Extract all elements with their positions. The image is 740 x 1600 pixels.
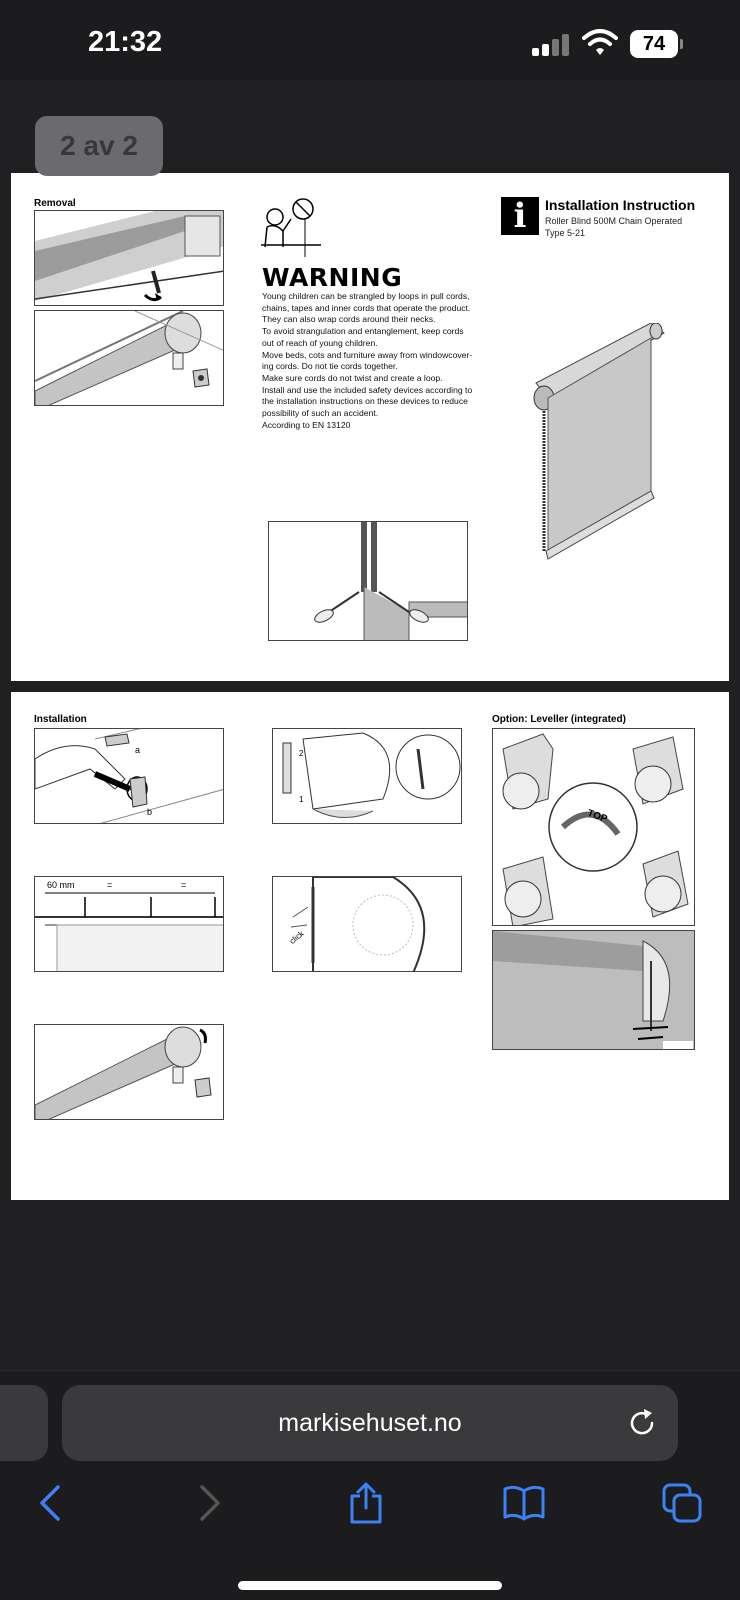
installation-figure-click: click xyxy=(272,876,462,972)
back-button[interactable] xyxy=(28,1481,72,1525)
address-bar[interactable]: markisehuset.no xyxy=(62,1385,678,1461)
battery-icon: 74 xyxy=(630,30,683,58)
home-indicator[interactable] xyxy=(238,1581,502,1590)
reload-icon[interactable] xyxy=(626,1407,658,1439)
label-60mm: 60 mm xyxy=(47,880,75,890)
chain-safety-figure xyxy=(268,521,468,641)
chevron-right-icon xyxy=(200,1485,220,1521)
bookmarks-button[interactable] xyxy=(502,1481,546,1525)
label-equal-1: = xyxy=(107,880,113,890)
installation-figure-clip: 2 1 xyxy=(272,728,462,824)
installation-heading: Installation xyxy=(34,714,87,725)
book-icon xyxy=(503,1485,545,1521)
installation-figure-spacing: 60 mm = = xyxy=(34,876,224,972)
tabs-icon xyxy=(662,1483,702,1523)
warning-title: WARNING xyxy=(262,263,403,292)
pdf-page-2: Installation a b 60 mm = = xyxy=(11,692,729,1200)
label-2: 2 xyxy=(299,749,304,758)
info-icon: i xyxy=(501,197,539,235)
leveller-figure-adjust xyxy=(492,930,695,1050)
installation-figure-screw: a b xyxy=(34,728,224,824)
instruction-title: Installation Instruction xyxy=(545,197,696,213)
page-indicator: 2 av 2 xyxy=(35,116,163,176)
label-a: a xyxy=(135,745,141,755)
wifi-icon xyxy=(582,29,618,55)
option-leveller-heading: Option: Leveller (integrated) xyxy=(492,714,626,725)
removal-figure-1 xyxy=(34,210,224,306)
tabs-button[interactable] xyxy=(660,1481,704,1525)
status-time: 21:32 xyxy=(88,26,163,58)
forward-button[interactable] xyxy=(188,1481,232,1525)
url-text: markisehuset.no xyxy=(278,1409,462,1437)
browser-toolbar xyxy=(0,1471,740,1551)
label-b: b xyxy=(147,807,153,817)
removal-heading: Removal xyxy=(34,198,76,209)
installation-figure-mount xyxy=(34,1024,224,1120)
label-equal-2: = xyxy=(181,880,187,890)
status-bar: 21:32 74 xyxy=(0,0,740,80)
roller-blind-illustration xyxy=(533,323,665,560)
warning-text: Young children can be strangled by loops… xyxy=(262,291,473,430)
share-button[interactable] xyxy=(344,1481,388,1525)
previous-tab-preview[interactable] xyxy=(0,1385,48,1461)
leveller-figure-brackets: TOP xyxy=(492,728,695,926)
pdf-page-1: Removal WARNING xyxy=(11,173,729,681)
cellular-signal-icon xyxy=(532,34,572,56)
instruction-subtitle: Roller Blind 500M Chain Operated Type 5-… xyxy=(545,216,683,238)
removal-figure-2 xyxy=(34,310,224,406)
child-warning-icon xyxy=(261,198,321,257)
label-1: 1 xyxy=(299,795,304,804)
share-icon xyxy=(350,1482,382,1524)
chevron-left-icon xyxy=(40,1485,60,1521)
browser-bottom-bar: markisehuset.no xyxy=(0,1370,740,1600)
